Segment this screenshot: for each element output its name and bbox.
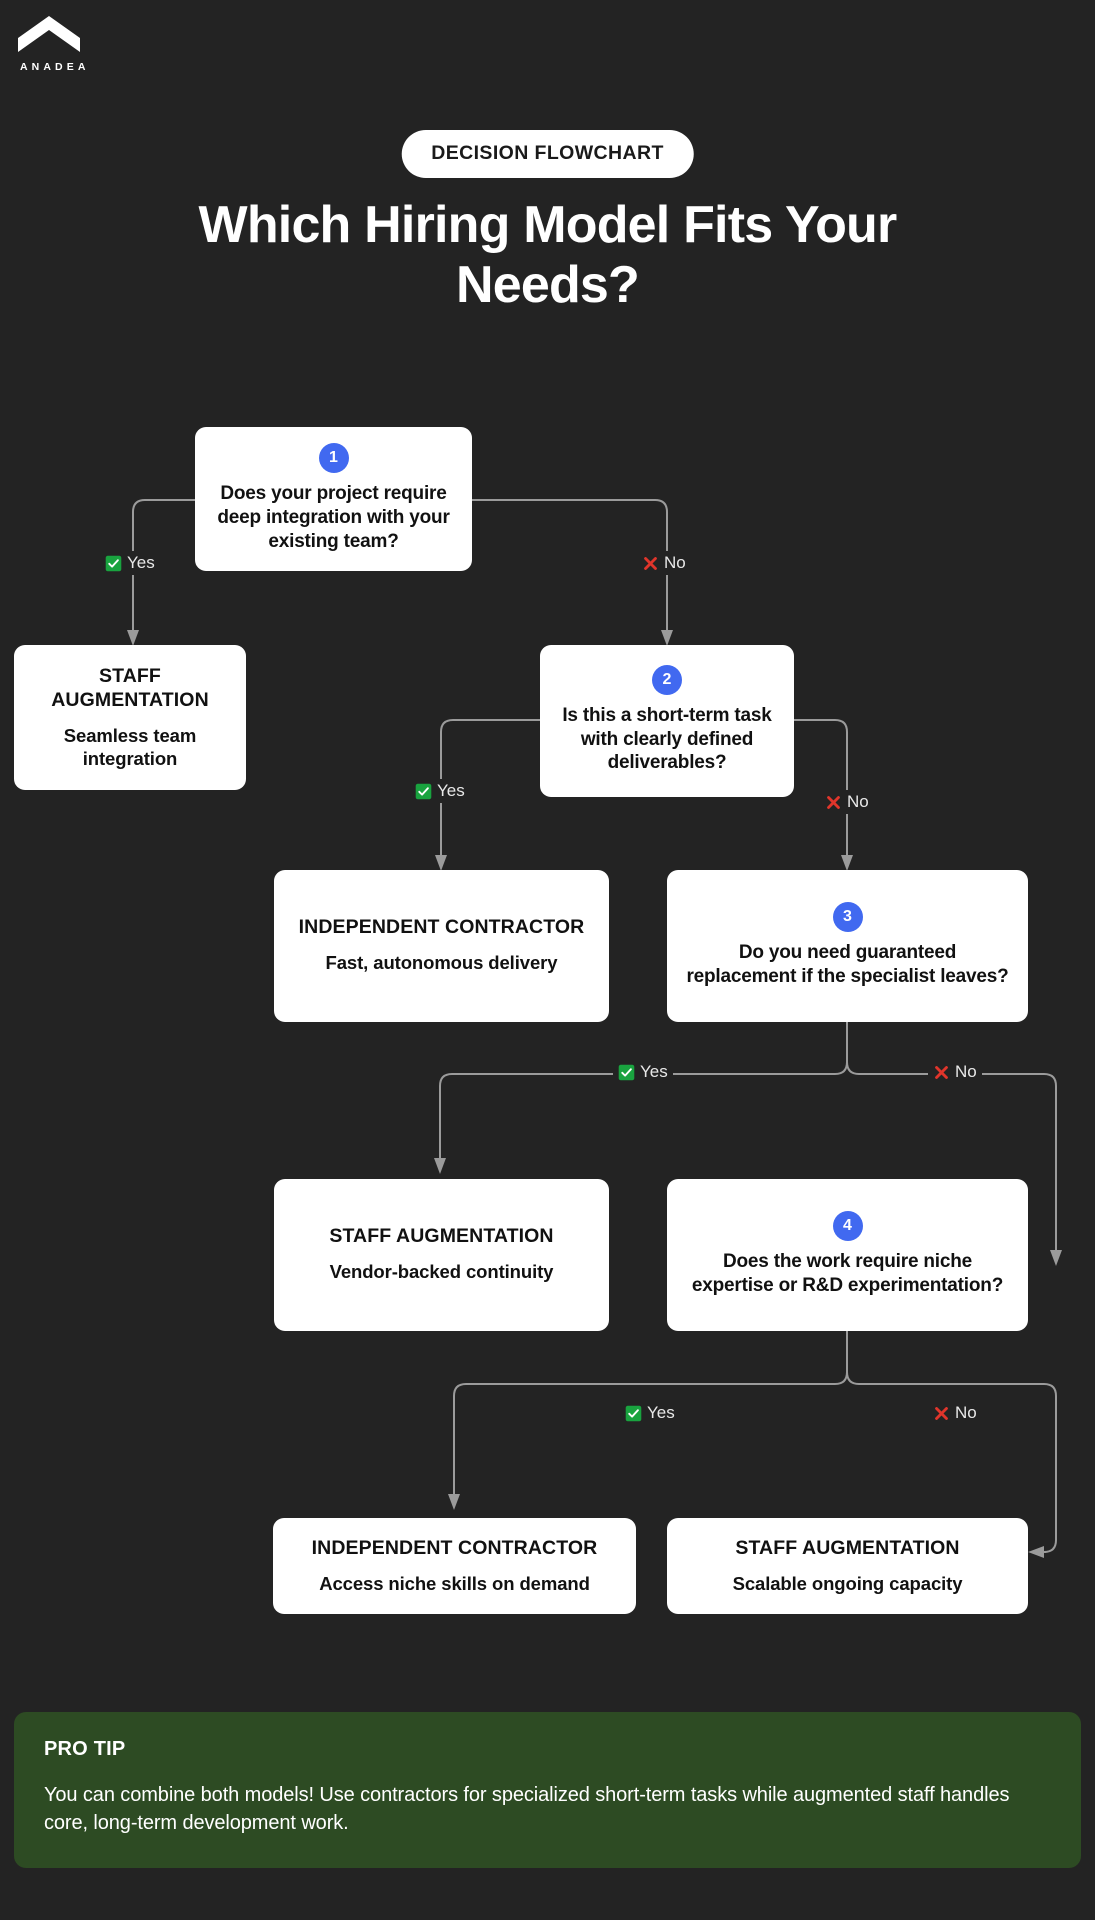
edge-label-text: Yes [640,1062,668,1081]
edge-label-q2-no: No [820,790,874,814]
brand-name: ANADEA [20,61,90,73]
check-mark-button-icon [415,783,432,799]
step-badge-1: 1 [318,443,349,473]
outcome-subtitle-4: Access niche skills on demand [319,1572,590,1594]
outcome-node-2[interactable]: INDEPENDENT CONTRACTOR Fast, autonomous … [274,870,609,1022]
edge-label-q4-yes: Yes [620,1401,680,1425]
question-node-2[interactable]: 2 Is this a short-term task with clearly… [540,645,794,797]
step-badge-2: 2 [652,664,682,695]
cross-mark-icon [827,795,840,809]
edge-label-text: Yes [127,553,155,572]
outcome-title-5: STAFF AUGMENTATION [735,1537,960,1560]
cross-mark-icon [935,1065,948,1079]
category-badge: DECISION FLOWCHART [401,130,694,178]
edge-label-text: No [955,1403,977,1422]
outcome-node-5[interactable]: STAFF AUGMENTATION Scalable ongoing capa… [667,1518,1028,1614]
question-node-3[interactable]: 3 Do you need guaranteed replacement if … [667,870,1028,1022]
check-mark-button-icon [618,1064,635,1080]
outcome-node-4[interactable]: INDEPENDENT CONTRACTOR Access niche skil… [273,1518,636,1614]
question-text-2: Is this a short-term task with clearly d… [562,704,772,774]
edge-label-text: Yes [437,781,465,800]
outcome-node-3[interactable]: STAFF AUGMENTATION Vendor-backed continu… [274,1179,609,1331]
outcome-subtitle-2: Fast, autonomous delivery [325,951,558,973]
edge-label-text: Yes [647,1403,675,1422]
question-node-1[interactable]: 1 Does your project require deep integra… [195,427,472,572]
step-badge-3: 3 [832,901,863,932]
edge-label-q1-no: No [637,551,691,575]
outcome-node-1[interactable]: STAFF AUGMENTATION Seamless team integra… [14,645,246,790]
outcome-subtitle-1: Seamless team integration [63,724,197,769]
question-node-4[interactable]: 4 Does the work require niche expertise … [667,1179,1028,1331]
step-badge-4: 4 [832,1210,863,1241]
question-text-3: Do you need guaranteed replacement if th… [686,941,1009,987]
check-mark-button-icon [625,1405,642,1421]
pro-tip-banner: PRO TIP You can combine both models! Use… [14,1712,1081,1868]
chevron-mark-icon [18,16,80,52]
edge-label-q2-yes: Yes [410,779,470,803]
question-text-1: Does your project require deep integrati… [217,483,450,552]
check-mark-button-icon [105,555,122,571]
outcome-subtitle-3: Vendor-backed continuity [329,1260,554,1282]
outcome-title-3: STAFF AUGMENTATION [329,1225,554,1248]
edge-label-q3-no: No [928,1060,982,1084]
cross-mark-icon [644,556,657,570]
edge-label-q1-yes: Yes [100,551,160,575]
pro-tip-body: You can combine both models! Use contrac… [44,1784,1010,1835]
outcome-title-1: STAFF AUGMENTATION [51,665,209,711]
outcome-title-4: INDEPENDENT CONTRACTOR [311,1537,598,1560]
brand-logo: ANADEA [18,16,138,73]
question-text-4: Does the work require niche expertise or… [691,1250,1004,1296]
pro-tip-title: PRO TIP [44,1738,126,1760]
edge-label-text: No [847,792,869,811]
edge-label-q3-yes: Yes [613,1060,673,1084]
page-title: Which Hiring Model Fits Your Needs? [198,196,898,314]
outcome-title-2: INDEPENDENT CONTRACTOR [298,916,585,939]
outcome-subtitle-5: Scalable ongoing capacity [732,1572,963,1594]
edge-label-text: No [955,1062,977,1081]
cross-mark-icon [935,1406,948,1420]
edge-label-q4-no: No [928,1401,982,1425]
edge-label-text: No [664,553,686,572]
